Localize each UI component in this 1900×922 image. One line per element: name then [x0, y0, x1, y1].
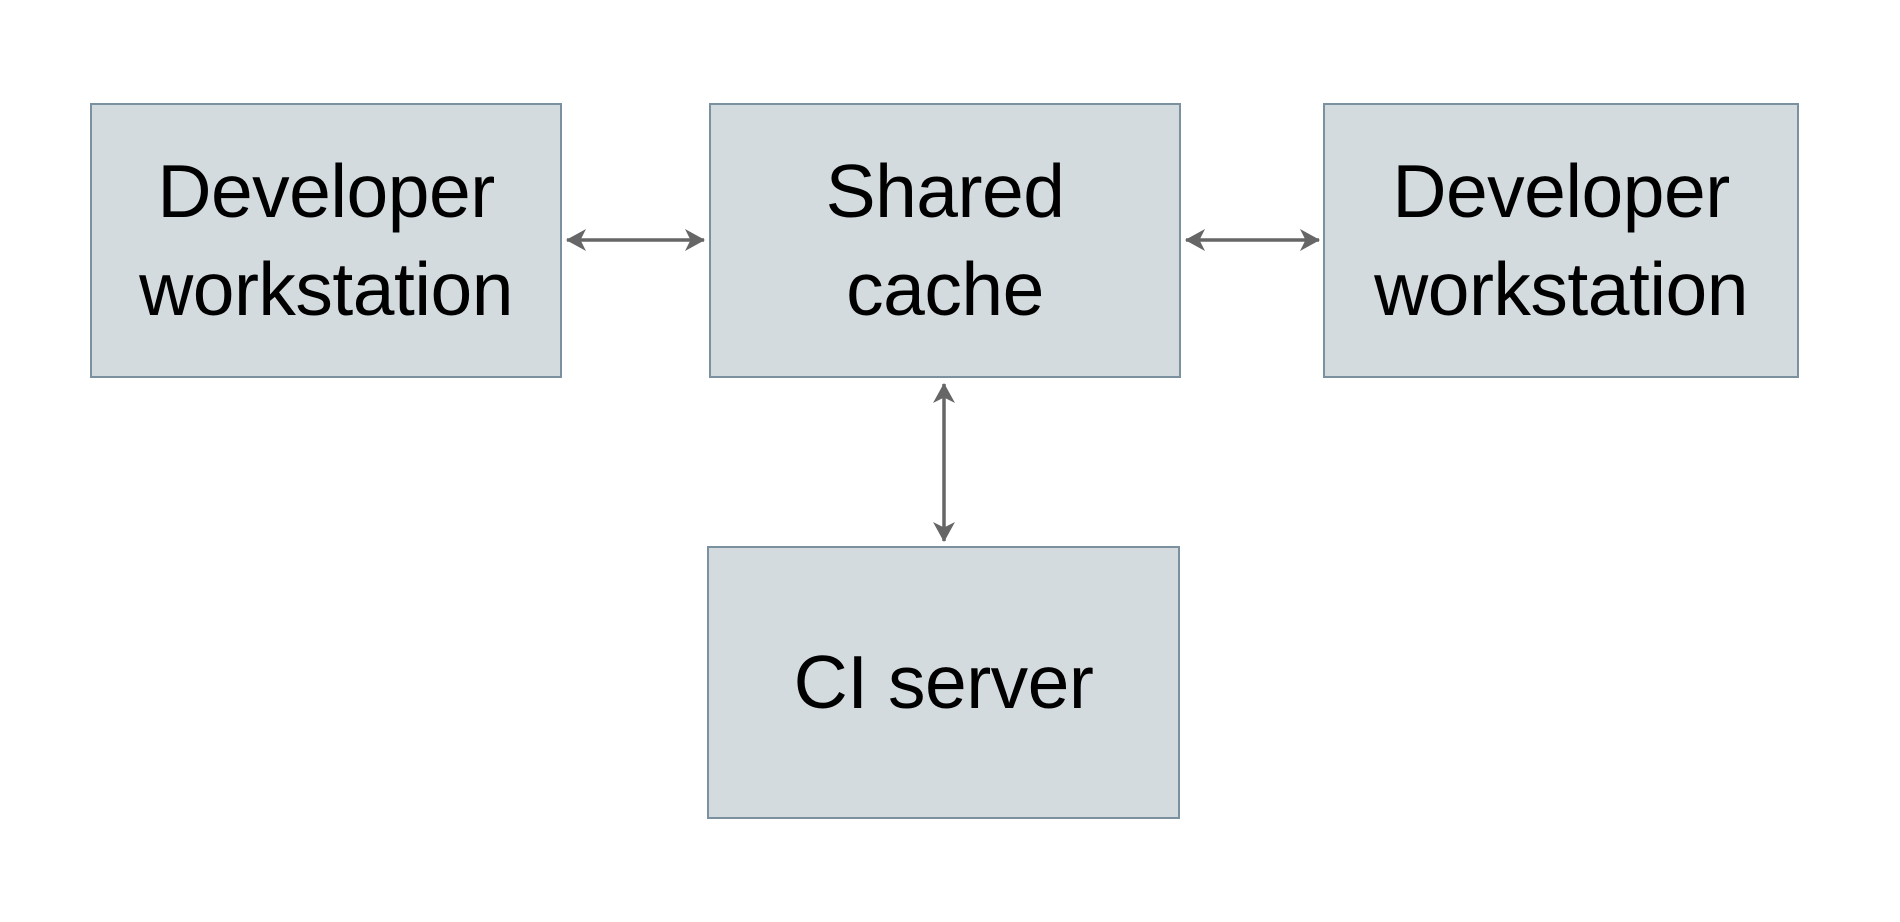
- node-label: Developer workstation: [139, 149, 513, 331]
- node-label: CI server: [793, 639, 1094, 724]
- node-label: Developer workstation: [1374, 149, 1748, 331]
- node-label: Shared cache: [825, 149, 1065, 331]
- node-ci-server: CI server: [707, 546, 1180, 819]
- node-developer-workstation-left: Developer workstation: [90, 103, 562, 378]
- node-developer-workstation-right: Developer workstation: [1323, 103, 1799, 378]
- node-shared-cache: Shared cache: [709, 103, 1181, 378]
